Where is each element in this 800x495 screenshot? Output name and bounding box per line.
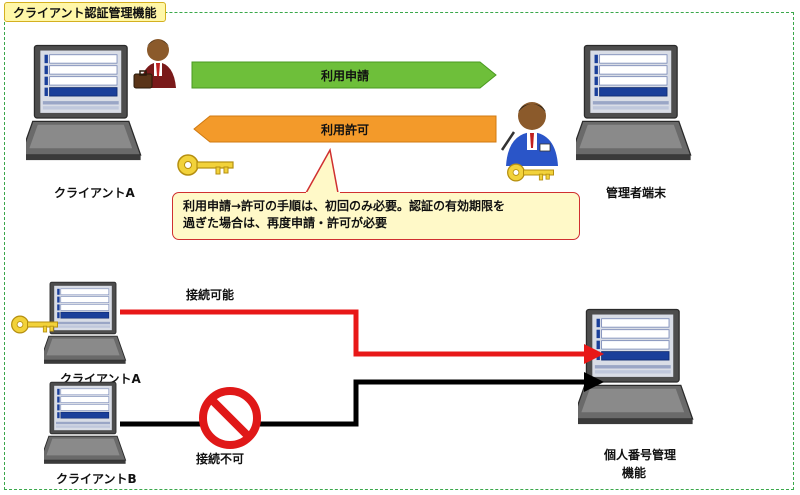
connect-ok-label: 接続可能 [186, 288, 235, 302]
diagram-title: クライアント認証管理機能 [4, 2, 166, 22]
request-arrow-label: 利用申請 [320, 69, 369, 83]
ng-connection-arrowhead [584, 372, 604, 392]
connect-ng-label: 接続不可 [196, 452, 245, 466]
client-a-top-label: クライアントA [54, 186, 135, 200]
callout-line-2: 過ぎた場合は、再度申請・許可が必要 [183, 216, 388, 230]
permit-arrow-label: 利用許可 [320, 123, 369, 137]
permit-arrow [193, 115, 497, 143]
user-with-briefcase-icon [133, 39, 176, 89]
ok-connection-line [120, 309, 588, 357]
client-b-label: クライアントB [56, 472, 137, 486]
function-label-line-1: 個人番号管理 [604, 448, 677, 462]
admin-terminal-label: 管理者端末 [606, 186, 667, 200]
prohibited-icon [199, 387, 261, 449]
callout-note: 利用申請→許可の手順は、初回のみ必要。認証の有効期限を 過ぎた場合は、再度申請・… [172, 192, 580, 240]
callout-pointer-cover [306, 192, 340, 196]
ng-connection-line [120, 379, 588, 427]
ok-connection-arrowhead [584, 344, 604, 364]
callout-line-1: 利用申請→許可の手順は、初回のみ必要。認証の有効期限を [183, 199, 506, 213]
admin-person-icon [500, 102, 558, 166]
diagram-frame [4, 12, 794, 490]
request-arrow [191, 61, 497, 89]
function-label-line-2: 機能 [622, 466, 647, 480]
